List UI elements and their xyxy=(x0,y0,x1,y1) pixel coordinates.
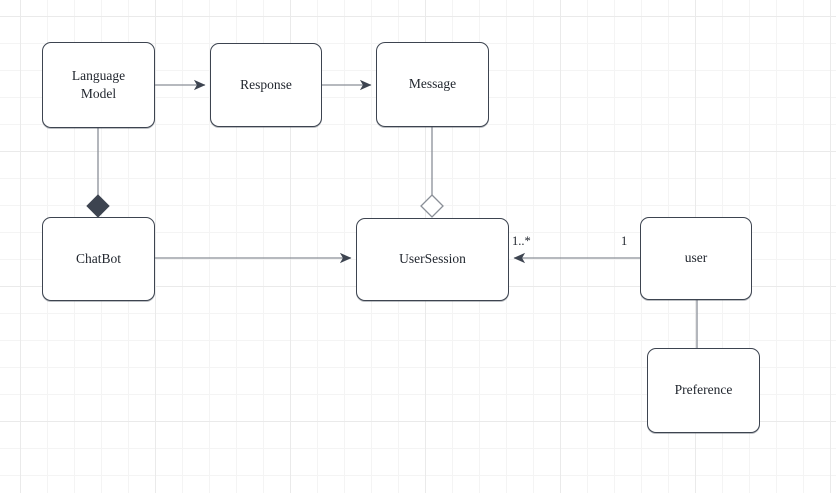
multiplicity-label-user-session: 1..* xyxy=(512,234,531,248)
node-label-chatbot: ChatBot xyxy=(75,250,121,266)
node-chatbot[interactable]: ChatBot xyxy=(42,217,155,301)
filled-diamond-marker xyxy=(86,194,110,218)
edge-message-to-user-session xyxy=(420,127,444,218)
node-label-user: user xyxy=(684,250,708,266)
node-language-model[interactable]: Language Model xyxy=(42,42,155,128)
node-label-language-model: Language Model xyxy=(71,67,126,101)
node-label-response: Response xyxy=(240,76,292,92)
hollow-diamond-marker xyxy=(420,194,444,218)
node-label-message: Message xyxy=(408,76,457,92)
node-label-preference: Preference xyxy=(674,382,733,398)
node-response[interactable]: Response xyxy=(210,43,322,127)
node-label-user-session: UserSession xyxy=(399,251,466,267)
node-user-session[interactable]: UserSession xyxy=(356,218,509,301)
multiplicity-label-user: 1 xyxy=(621,234,628,248)
edge-language-model-to-chatbot xyxy=(86,128,110,218)
node-message[interactable]: Message xyxy=(376,42,489,127)
node-user[interactable]: user xyxy=(640,217,752,300)
node-preference[interactable]: Preference xyxy=(647,348,760,433)
